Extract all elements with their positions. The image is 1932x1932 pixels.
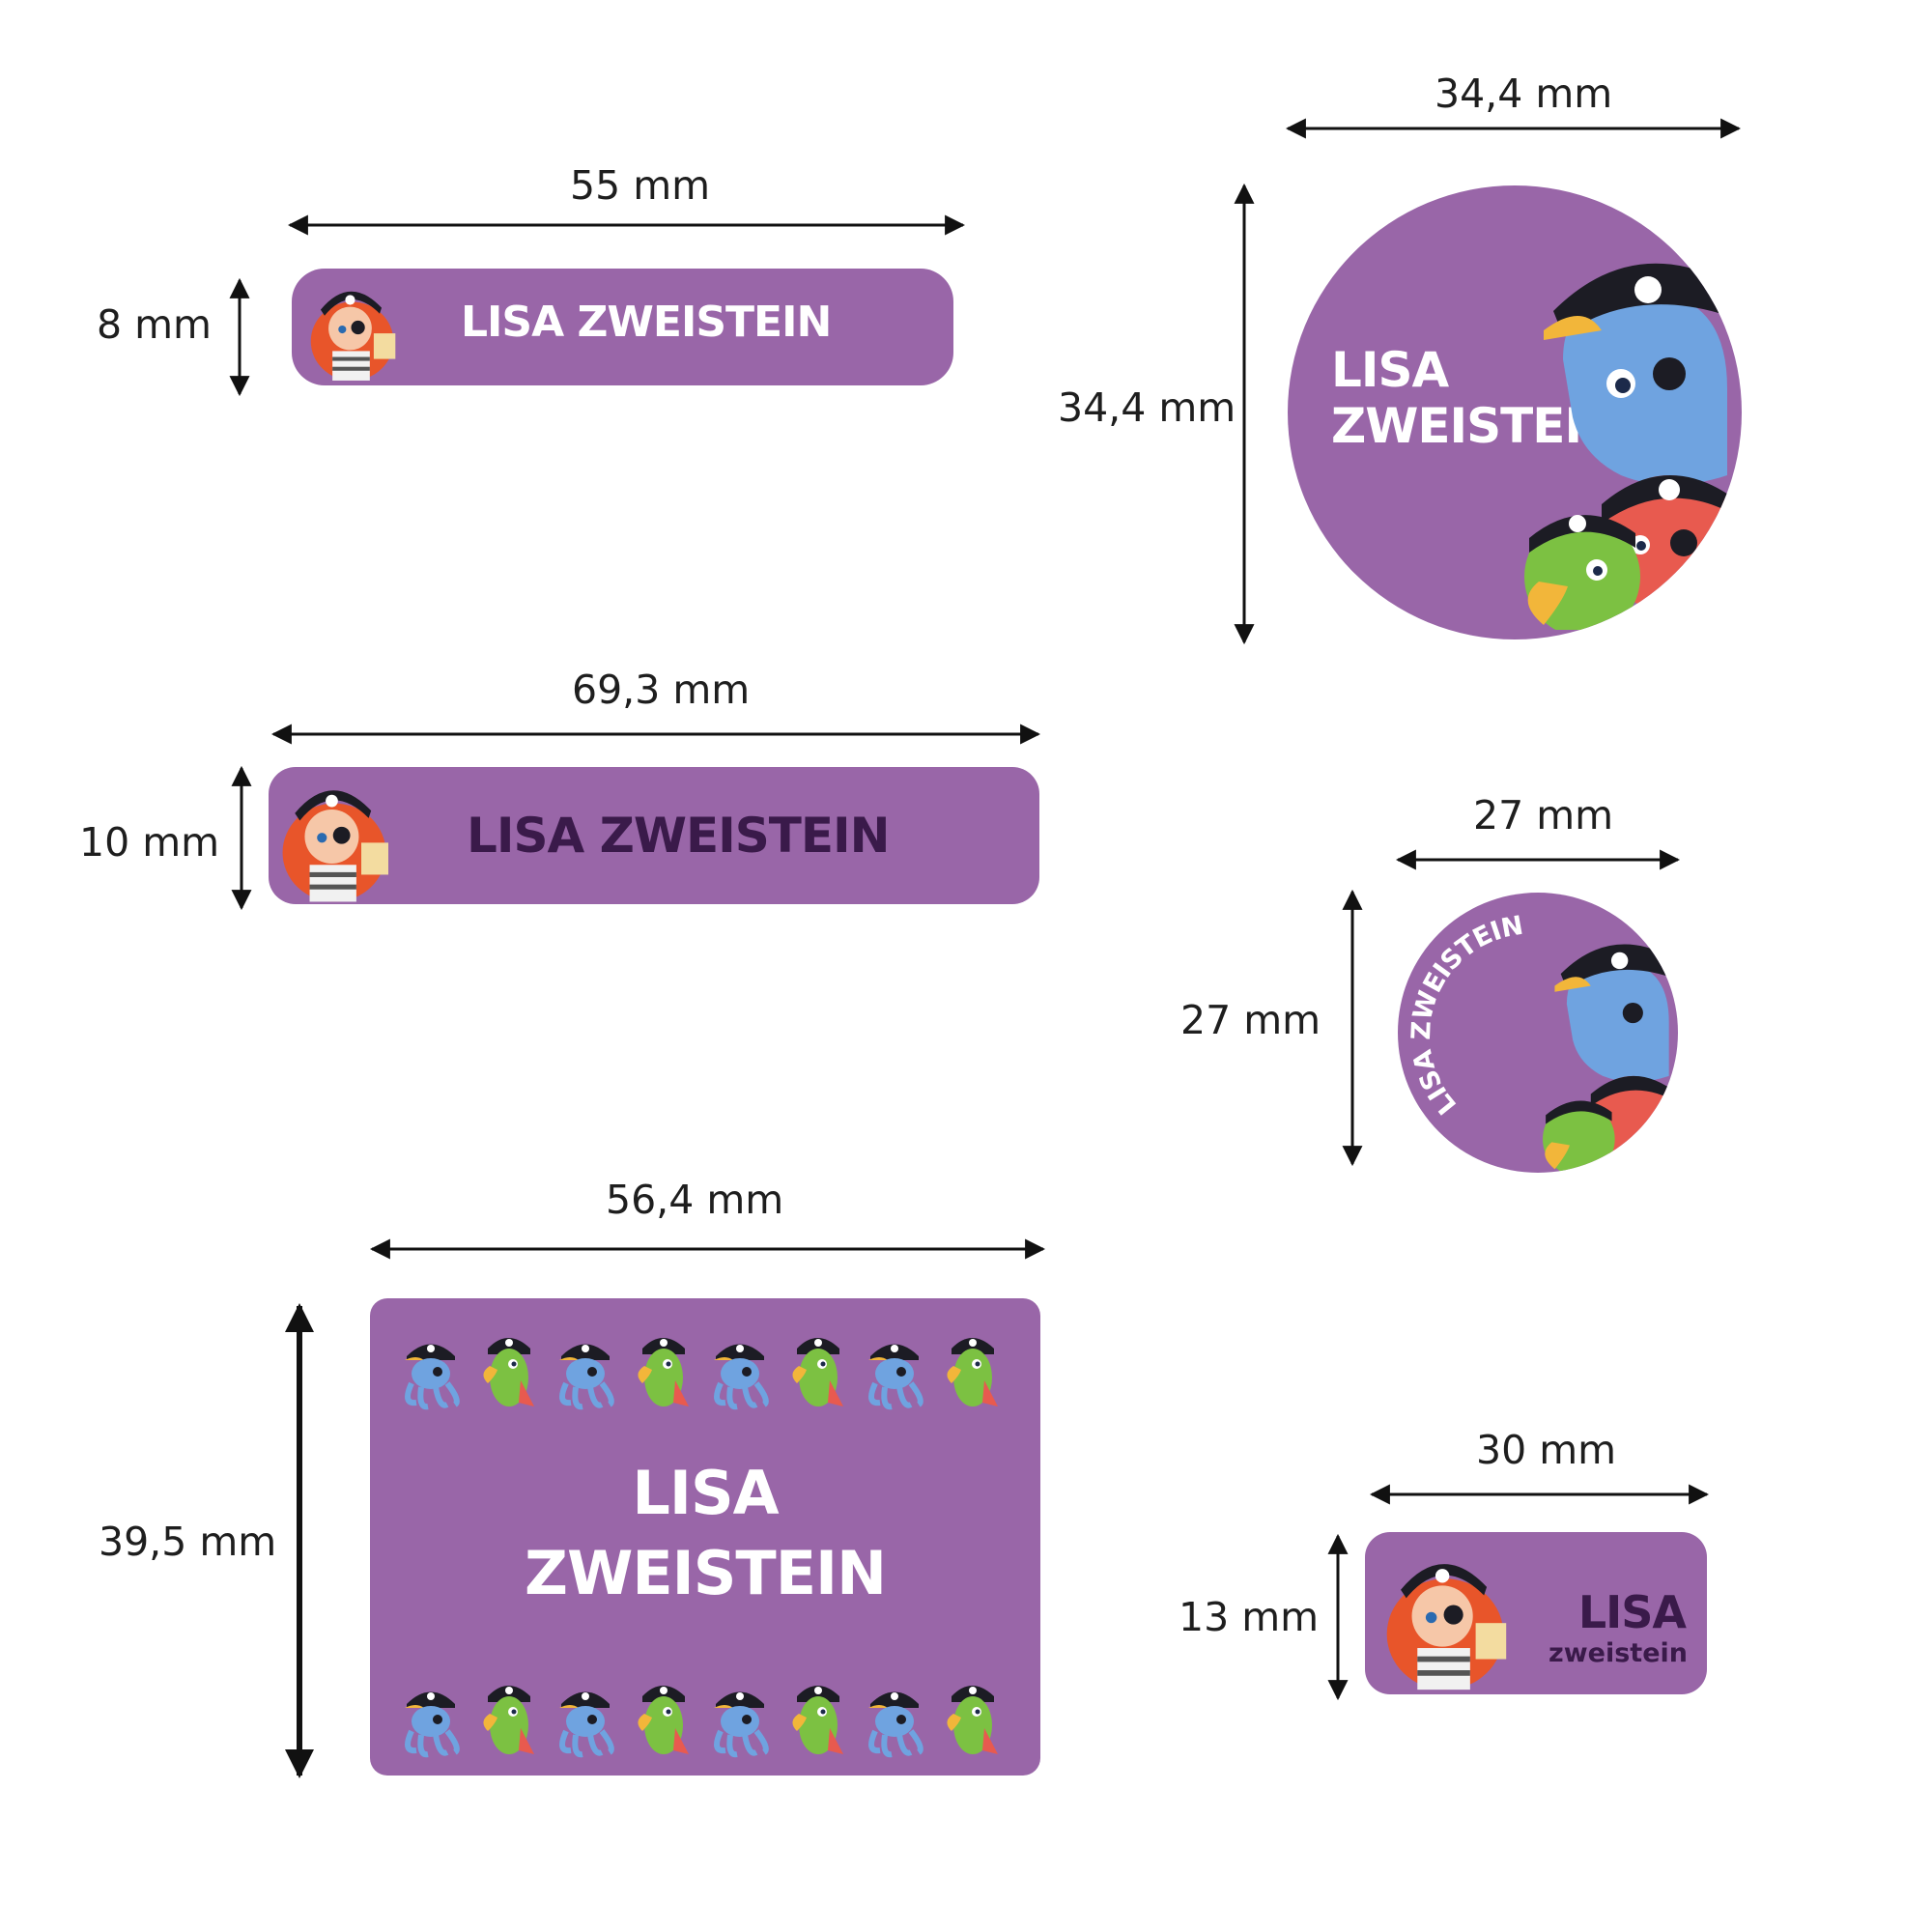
octopus-pirate-icon xyxy=(559,1344,614,1410)
parrot-pirate-icon xyxy=(638,1686,689,1754)
dim-mini-height: 13 mm xyxy=(1179,1594,1320,1640)
pirate-crew-icon xyxy=(1524,263,1742,630)
octopus-pirate-icon xyxy=(559,1691,614,1758)
pattern-item xyxy=(474,1675,542,1762)
octopus-pirate-icon xyxy=(868,1344,923,1410)
octopus-pirate-icon xyxy=(1544,263,1742,485)
pattern-item xyxy=(706,1675,774,1762)
pattern-item xyxy=(861,1327,928,1414)
label-name: LISA ZWEISTEIN xyxy=(467,808,890,864)
pattern-item xyxy=(783,1675,851,1762)
dim-mini-width: 30 mm xyxy=(1476,1427,1617,1473)
label-round-small: LISA ZWEISTEIN xyxy=(1398,893,1678,1173)
label-first-name: LISA xyxy=(632,1458,779,1528)
dim-strip-large-width: 69,3 mm xyxy=(572,667,751,713)
dim-round-small-height: 27 mm xyxy=(1180,997,1321,1043)
pattern-item xyxy=(938,1675,1006,1762)
svg-text:LISA ZWEISTEIN: LISA ZWEISTEIN xyxy=(1406,911,1525,1121)
pattern-item xyxy=(552,1327,619,1414)
pattern-item xyxy=(552,1675,619,1762)
dim-strip-small-width: 55 mm xyxy=(570,162,711,209)
pirate-girl-icon xyxy=(310,291,396,381)
octopus-pirate-icon xyxy=(714,1344,769,1410)
label-first-name: LISA xyxy=(1331,342,1449,398)
label-last-name: zweistein xyxy=(1548,1638,1688,1668)
pattern-item xyxy=(629,1327,696,1414)
octopus-pirate-icon xyxy=(405,1344,460,1410)
octopus-pirate-icon xyxy=(405,1691,460,1758)
parrot-pirate-icon xyxy=(947,1338,998,1406)
pattern-item xyxy=(397,1327,465,1414)
parrot-pirate-icon xyxy=(792,1686,843,1754)
dim-rect-width: 56,4 mm xyxy=(606,1177,784,1223)
pattern-item xyxy=(629,1675,696,1762)
pattern-item xyxy=(861,1675,928,1762)
parrot-pirate-icon xyxy=(483,1338,534,1406)
label-strip-large: LISA ZWEISTEIN xyxy=(269,767,1039,904)
parrot-pirate-icon xyxy=(638,1338,689,1406)
parrot-pirate-icon xyxy=(1524,515,1640,630)
pirate-crew-icon xyxy=(1543,944,1678,1173)
pattern-row-bottom xyxy=(397,1675,1015,1762)
pattern-item xyxy=(706,1327,774,1414)
pirate-girl-icon xyxy=(282,790,388,902)
pattern-item xyxy=(397,1675,465,1762)
label-name-curved: LISA ZWEISTEIN xyxy=(1406,911,1525,1121)
label-last-name: ZWEISTEIN xyxy=(524,1538,887,1608)
octopus-pirate-icon xyxy=(868,1691,923,1758)
label-rect: LISA ZWEISTEIN xyxy=(370,1298,1040,1776)
parrot-pirate-icon xyxy=(792,1338,843,1406)
dim-round-large-height: 34,4 mm xyxy=(1058,384,1236,431)
pattern-row-top xyxy=(397,1327,1015,1414)
pattern-item xyxy=(474,1327,542,1414)
label-first-name: LISA xyxy=(1577,1586,1687,1638)
parrot-pirate-icon xyxy=(947,1686,998,1754)
dim-rect-height: 39,5 mm xyxy=(99,1519,277,1565)
label-name: LISA ZWEISTEIN xyxy=(461,298,832,347)
pattern-item xyxy=(938,1327,1006,1414)
label-strip-small: LISA ZWEISTEIN xyxy=(292,269,953,385)
dim-strip-large-height: 10 mm xyxy=(79,819,220,866)
parrot-pirate-icon xyxy=(483,1686,534,1754)
octopus-pirate-icon xyxy=(714,1691,769,1758)
pattern-item xyxy=(783,1327,851,1414)
label-round-large: LISA ZWEISTEIN xyxy=(1288,185,1742,639)
dim-strip-small-height: 8 mm xyxy=(97,301,212,348)
dim-round-large-width: 34,4 mm xyxy=(1435,71,1613,117)
pirate-girl-icon xyxy=(1386,1564,1507,1690)
dim-round-small-width: 27 mm xyxy=(1473,792,1614,838)
label-mini: LISA zweistein xyxy=(1365,1532,1707,1694)
